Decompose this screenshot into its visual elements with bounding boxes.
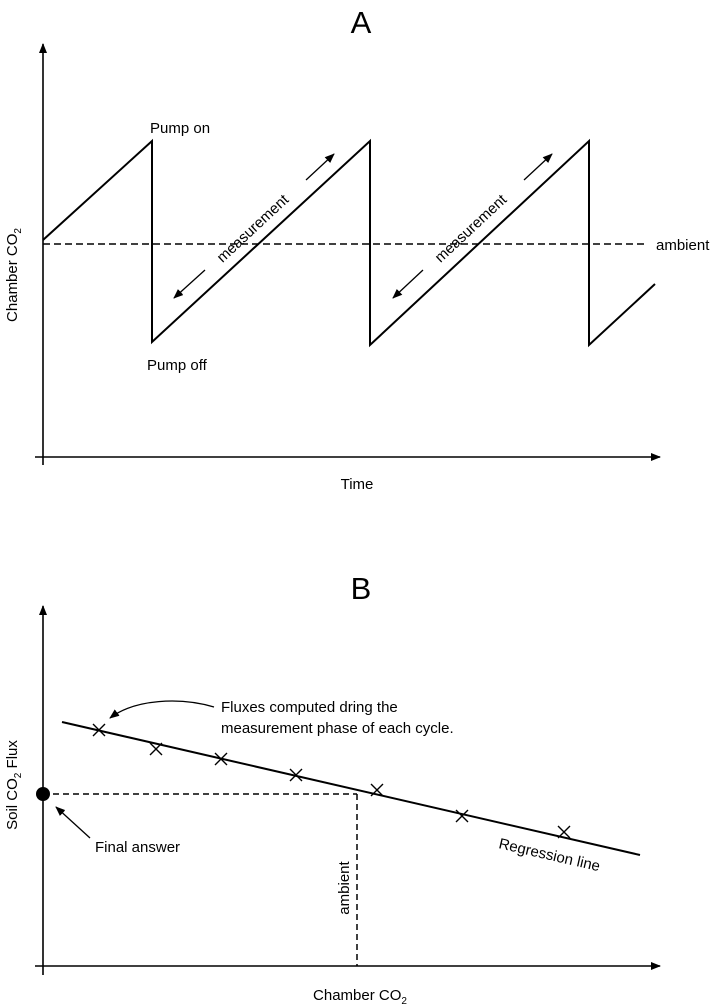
- panel-b: B Soil CO2 Flux Chamber CO2 Regression l…: [4, 571, 661, 1005]
- flux-point: [455, 809, 469, 823]
- measurement-2-label: measurement: [432, 191, 511, 267]
- measurement-2-arrow-down: [392, 269, 424, 299]
- fluxes-note-line2: measurement phase of each cycle.: [221, 720, 454, 737]
- regression-line-label: Regression line: [497, 835, 602, 875]
- pump-on-label: Pump on: [150, 120, 210, 137]
- flux-point: [370, 783, 384, 797]
- panel-a-sawtooth-curve: [42, 138, 656, 348]
- flux-point: [149, 742, 163, 756]
- measurement-1-label: measurement: [214, 191, 293, 267]
- panel-b-y-axis-title: Soil CO2 Flux: [4, 740, 24, 830]
- flux-point: [214, 752, 228, 766]
- panel-a-letter: A: [351, 5, 372, 40]
- flux-point: [557, 825, 571, 839]
- panel-a-y-axis-title: Chamber CO2: [4, 228, 24, 322]
- fluxes-note-arrow: [109, 700, 215, 719]
- flux-point: [289, 768, 303, 782]
- flux-point: [92, 723, 106, 737]
- final-answer-label: Final answer: [95, 839, 180, 856]
- pump-off-label: Pump off: [147, 357, 208, 374]
- measurement-1-arrow-down: [173, 269, 206, 299]
- fluxes-note-line1: Fluxes computed dring the: [221, 699, 398, 716]
- flux-points: [92, 723, 571, 839]
- regression-line: [61, 721, 641, 856]
- panel-a-ambient-label: ambient: [656, 237, 710, 254]
- panel-b-letter: B: [351, 571, 372, 606]
- panel-b-x-axis-title: Chamber CO2: [313, 987, 407, 1005]
- panel-a-x-axis-title: Time: [341, 476, 374, 493]
- panel-a: A Chamber CO2 Time ambient Pump on Pump …: [4, 5, 710, 493]
- panel-b-ambient-label: ambient: [336, 860, 353, 914]
- measurement-2-arrow-up: [523, 153, 553, 181]
- final-answer-arrow: [55, 806, 91, 839]
- final-answer-dot: [36, 787, 50, 801]
- measurement-1-arrow-up: [305, 153, 335, 181]
